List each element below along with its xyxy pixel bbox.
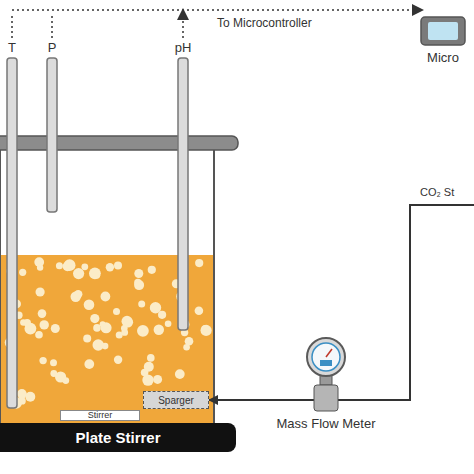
bubble	[93, 339, 104, 350]
controller-icon	[420, 16, 466, 46]
probe-label: pH	[173, 40, 194, 55]
bubble	[93, 324, 101, 332]
bubble	[39, 357, 46, 364]
gauge-display	[320, 360, 332, 366]
probe-label: T	[6, 40, 18, 55]
bubble	[144, 362, 154, 372]
gauge-needle	[326, 349, 332, 357]
stirrer-bar: Stirrer	[60, 410, 140, 421]
gauge-face	[312, 343, 340, 371]
gauge-rim	[307, 338, 345, 376]
bubble	[40, 320, 49, 329]
bubble	[134, 269, 143, 278]
bubble	[165, 321, 172, 328]
bubble	[138, 301, 145, 308]
bubble	[150, 302, 161, 313]
vessel-lid	[0, 136, 238, 150]
bubble	[142, 374, 153, 385]
bubble	[18, 397, 25, 404]
bubble	[73, 268, 84, 279]
pressure-probe	[47, 58, 57, 212]
bubble	[134, 280, 144, 290]
bubble	[153, 375, 162, 384]
gas-line	[347, 205, 474, 400]
bubble	[90, 314, 99, 323]
bubble	[147, 354, 155, 362]
node-label: Micro	[427, 50, 459, 65]
bubble	[195, 259, 203, 267]
bubble	[25, 392, 35, 402]
bubble	[34, 257, 44, 267]
meter-fitting	[314, 385, 338, 411]
bubble	[64, 259, 76, 271]
bubble	[100, 321, 106, 327]
gauge-icon	[305, 337, 347, 412]
bubble	[17, 389, 27, 399]
signal-line	[12, 14, 183, 38]
plate-stirrer: Plate Stirrer	[0, 423, 236, 452]
bubble	[114, 262, 122, 270]
ph-probe	[178, 58, 188, 330]
sparger-box: Sparger	[143, 391, 209, 409]
bubble	[114, 356, 122, 364]
bubble	[38, 309, 47, 318]
bubble	[175, 369, 185, 379]
signal-bus	[12, 9, 418, 11]
signal-label: To Microcontroller	[215, 16, 314, 30]
controller-body	[421, 17, 465, 45]
bubble	[121, 329, 128, 336]
bubble	[201, 325, 212, 336]
bubble	[89, 267, 101, 279]
bubble	[51, 324, 60, 333]
bubble	[24, 319, 31, 326]
supply-label: CO₂ St	[418, 186, 456, 198]
gas-pipe	[209, 399, 305, 401]
microcontroller-box: Micro	[420, 16, 466, 46]
controller-screen	[428, 22, 458, 40]
bubble	[101, 292, 111, 302]
bubble	[71, 292, 81, 302]
bubble	[19, 269, 26, 276]
node-label: Mass Flow Meter	[277, 416, 376, 431]
bubble	[83, 335, 91, 343]
bubble	[113, 308, 120, 315]
bubble	[81, 263, 88, 270]
bubble	[56, 262, 63, 269]
bubble	[50, 359, 57, 366]
bubble	[183, 344, 190, 351]
bubble	[195, 306, 204, 315]
node-label: Stirrer	[88, 411, 113, 420]
bubble	[36, 287, 45, 296]
probe-label: P	[46, 40, 59, 55]
bubble	[154, 325, 164, 335]
bubble	[35, 331, 43, 339]
bubble	[84, 299, 95, 310]
bubble	[148, 266, 156, 274]
mass-flow-meter: Mass Flow Meter	[305, 337, 347, 412]
node-label: Sparger	[158, 395, 194, 406]
temperature-probe	[7, 58, 17, 408]
node-label: Plate Stirrer	[75, 429, 160, 446]
bubble	[122, 316, 133, 327]
bubble	[106, 263, 114, 271]
bubble	[62, 377, 69, 384]
bubble	[84, 359, 94, 369]
bubble	[137, 325, 149, 337]
